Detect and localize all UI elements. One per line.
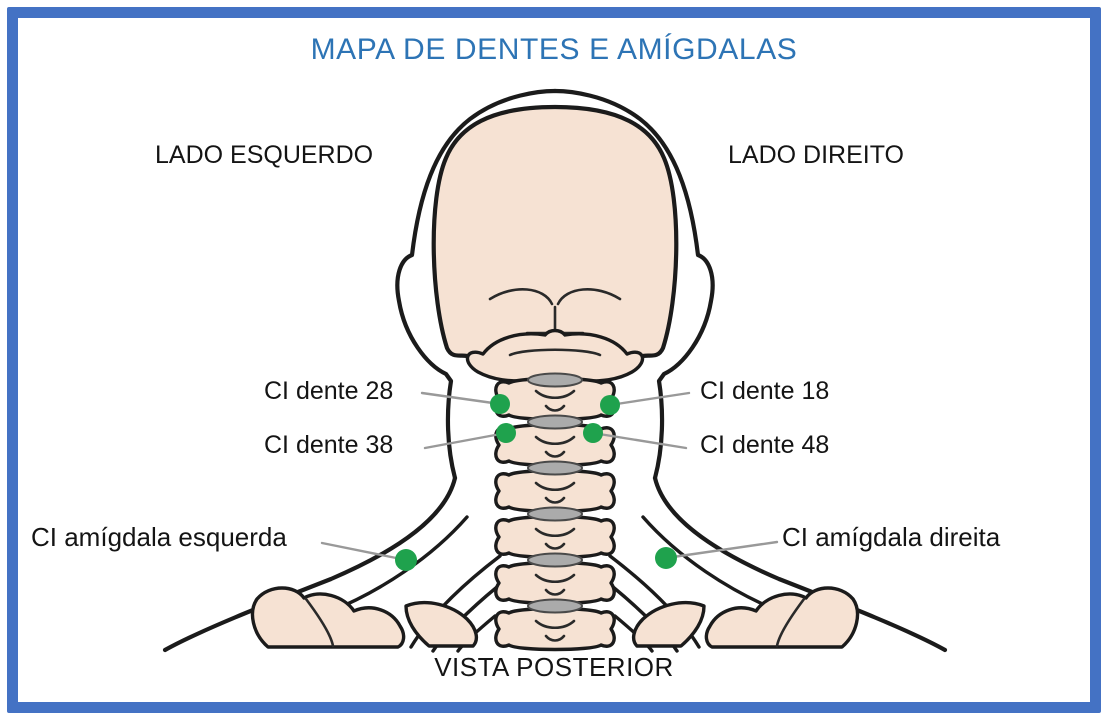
- leader-line-dente-18: [608, 391, 691, 407]
- nuchal-line-left: [488, 288, 554, 306]
- label-ci-dente-28: CI dente 28: [264, 377, 394, 405]
- disc-4: [527, 506, 583, 522]
- label-lado-direito: LADO DIREITO: [728, 141, 904, 169]
- vertebra-3: [494, 468, 616, 514]
- disc-6: [527, 598, 583, 614]
- leader-line-dente-38: [423, 431, 508, 450]
- ci-dot-dente-38: [496, 423, 516, 443]
- ci-dot-amigdala-esquerda: [395, 549, 417, 571]
- leader-line-dente-28: [420, 391, 502, 406]
- vertebra-4: [494, 514, 616, 560]
- label-vista-posterior: VISTA POSTERIOR: [434, 652, 674, 682]
- ci-marker-layer: [320, 391, 779, 571]
- disc-3: [527, 460, 583, 476]
- vertebra-6: [494, 606, 616, 652]
- label-ci-dente-38: CI dente 38: [264, 431, 394, 459]
- ci-dot-dente-28: [490, 394, 510, 414]
- leader-line-amigdala-esquerda: [320, 541, 408, 562]
- label-ci-amigdala-esquerda: CI amígdala esquerda: [31, 522, 287, 552]
- page-title: MAPA DE DENTES E AMÍGDALAS: [310, 33, 798, 66]
- disc-2: [527, 414, 583, 430]
- label-ci-dente-18: CI dente 18: [700, 377, 830, 405]
- nuchal-line-right: [556, 288, 622, 306]
- leader-line-dente-48: [591, 431, 688, 450]
- atlas-arch-line: [508, 348, 602, 357]
- disc-1: [527, 372, 583, 388]
- label-ci-dente-48: CI dente 48: [700, 431, 830, 459]
- vertebra-5: [494, 560, 616, 606]
- leader-line-amigdala-direita: [664, 540, 779, 560]
- ci-dot-amigdala-direita: [655, 547, 677, 569]
- label-ci-amigdala-direita: CI amígdala direita: [782, 522, 1001, 552]
- disc-5: [527, 552, 583, 568]
- ci-dot-dente-18: [600, 395, 620, 415]
- ci-dot-dente-48: [583, 423, 603, 443]
- label-lado-esquerdo: LADO ESQUERDO: [155, 141, 374, 169]
